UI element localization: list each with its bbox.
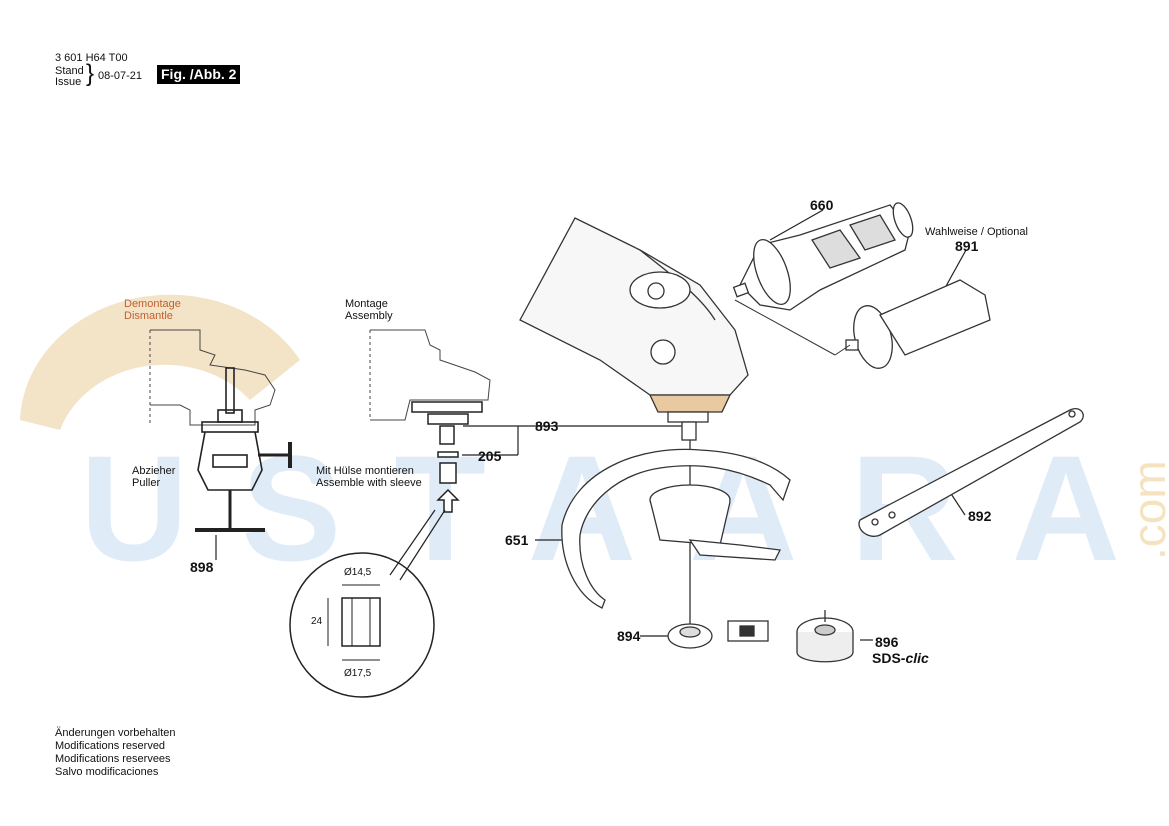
- label-assemble-sleeve: Assemble with sleeve: [316, 477, 422, 489]
- part-number-891: 891: [955, 238, 979, 254]
- dismantle-housing: [149, 329, 276, 426]
- side-handle-660: [732, 202, 914, 311]
- issue-date: 08-07-21: [98, 70, 143, 82]
- svg-text:USTAARA: USTAARA: [80, 424, 1120, 592]
- dim-length: 24: [311, 616, 323, 627]
- part-number-894: 894: [617, 628, 641, 644]
- part-number-898: 898: [190, 559, 214, 575]
- clic-text: clic: [905, 650, 929, 666]
- footer-line-en: Modifications reserved: [55, 740, 166, 752]
- part-number-660: 660: [810, 197, 834, 213]
- stand-label: Stand: [55, 65, 84, 77]
- footer-line-de: Änderungen vorbehalten: [55, 727, 176, 739]
- guard-651: [561, 448, 791, 609]
- sleeve-parts: [436, 451, 460, 513]
- sds-clic-label: SDS-clic: [872, 650, 929, 666]
- part-number-651: 651: [505, 532, 529, 548]
- label-assembly: Assembly: [345, 310, 393, 322]
- footer-line-es: Salvo modificaciones: [55, 766, 159, 778]
- sleeve-detail: [289, 552, 435, 698]
- wrench-892: [858, 408, 1084, 537]
- label-montage: Montage: [345, 298, 388, 310]
- part-number-205: 205: [478, 448, 502, 464]
- label-wahlweise: Wahlweise / Optional: [925, 226, 1028, 238]
- part-number-893: 893: [535, 418, 559, 434]
- nut-896: [796, 610, 854, 663]
- brace: }: [86, 60, 95, 87]
- svg-text:.com: .com: [1123, 460, 1169, 560]
- label-puller: Puller: [132, 477, 161, 489]
- label-demontage: Demontage: [124, 298, 181, 310]
- grinder-body: [519, 217, 749, 441]
- side-handle-891: [845, 279, 991, 369]
- label-mit-huelse: Mit Hülse montieren: [316, 465, 414, 477]
- issue-label: Issue: [55, 76, 82, 88]
- puller: [195, 367, 292, 532]
- document-number: 3 601 H64 T00: [55, 52, 128, 64]
- watermark: USTAARA .com: [20, 294, 1169, 592]
- label-abzieher: Abzieher: [132, 465, 176, 477]
- dim-diameter-top: Ø14,5: [344, 567, 372, 578]
- assembly-housing: [369, 329, 491, 445]
- figure-badge: Fig. /Abb. 2: [157, 65, 241, 84]
- flange-894: [667, 620, 769, 649]
- label-dismantle: Dismantle: [124, 310, 173, 322]
- dim-diameter-bottom: Ø17,5: [344, 668, 372, 679]
- part-number-896: 896: [875, 634, 899, 650]
- footer-line-fr: Modifications reservees: [55, 753, 171, 765]
- sds-text: SDS-: [872, 650, 906, 666]
- part-number-892: 892: [968, 508, 992, 524]
